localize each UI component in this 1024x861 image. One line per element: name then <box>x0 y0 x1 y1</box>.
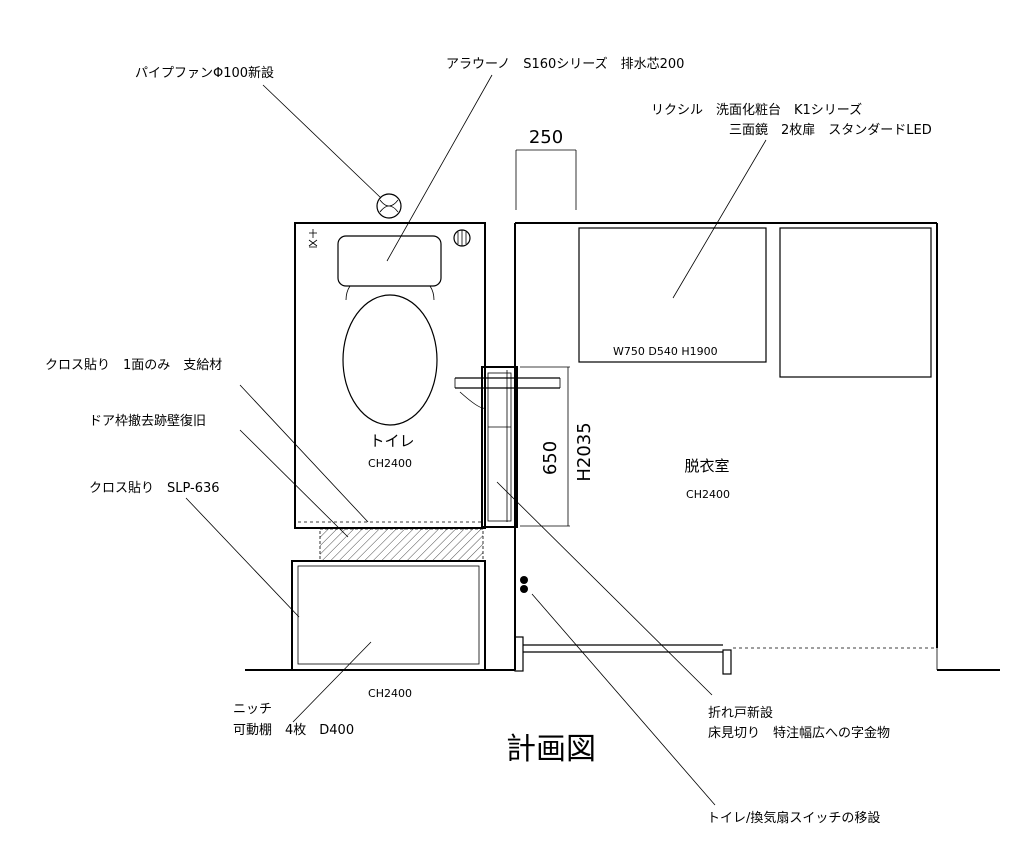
label-door-frame-restore: ドア枠撤去跡壁復旧 <box>89 413 206 429</box>
label-pipe-fan: パイプファンΦ100新設 <box>135 65 274 81</box>
restored-wall-hatch <box>319 528 484 562</box>
label-folding-door-line2: 床見切り 特注幅広への字金物 <box>708 725 890 741</box>
label-niche-line1: ニッチ <box>233 702 272 717</box>
walls <box>245 222 1000 671</box>
switch-icon <box>520 576 528 593</box>
dimension-door <box>520 366 570 527</box>
room-toilet-ch: CH2400 <box>368 457 412 470</box>
room-dressing-ch: CH2400 <box>686 488 730 501</box>
label-niche-line2: 可動棚 4枚 D400 <box>233 723 354 738</box>
dimension-250 <box>515 149 577 210</box>
dimension-top-width: 250 <box>529 127 563 148</box>
washing-machine-space <box>779 227 932 378</box>
vanity-unit <box>578 227 767 363</box>
label-switch-relocation: トイレ/換気扇スイッチの移設 <box>707 810 880 826</box>
label-toilet-model: アラウーノ S160シリーズ 排水芯200 <box>446 56 684 72</box>
label-vanity-line2: 三面鏡 2枚扉 スタンダードLED <box>729 122 932 138</box>
page-title: 計画図 <box>506 732 596 767</box>
toilet-fixture <box>337 235 442 426</box>
dimension-door-depth: 650 <box>540 441 561 475</box>
paper-holder-icon <box>453 229 471 247</box>
outlet-icon <box>308 229 318 248</box>
label-cloth-one-side: クロス貼り 1面のみ 支給材 <box>45 358 222 373</box>
pipe-fan-icon <box>376 193 402 219</box>
room-niche-ch: CH2400 <box>368 687 412 700</box>
label-folding-door-line1: 折れ戸新設 <box>708 705 773 721</box>
dimension-door-height: H2035 <box>574 422 595 481</box>
folding-door <box>454 366 561 528</box>
room-toilet-name: トイレ <box>369 432 414 450</box>
leader-lines <box>185 74 767 806</box>
floor-threshold <box>514 636 732 675</box>
label-cloth-slp: クロス貼り SLP-636 <box>89 481 220 496</box>
label-vanity-line1: リクシル 洗面化粧台 K1シリーズ <box>651 102 862 118</box>
label-vanity-size: W750 D540 H1900 <box>613 345 718 358</box>
room-dressing-name: 脱衣室 <box>684 457 729 475</box>
